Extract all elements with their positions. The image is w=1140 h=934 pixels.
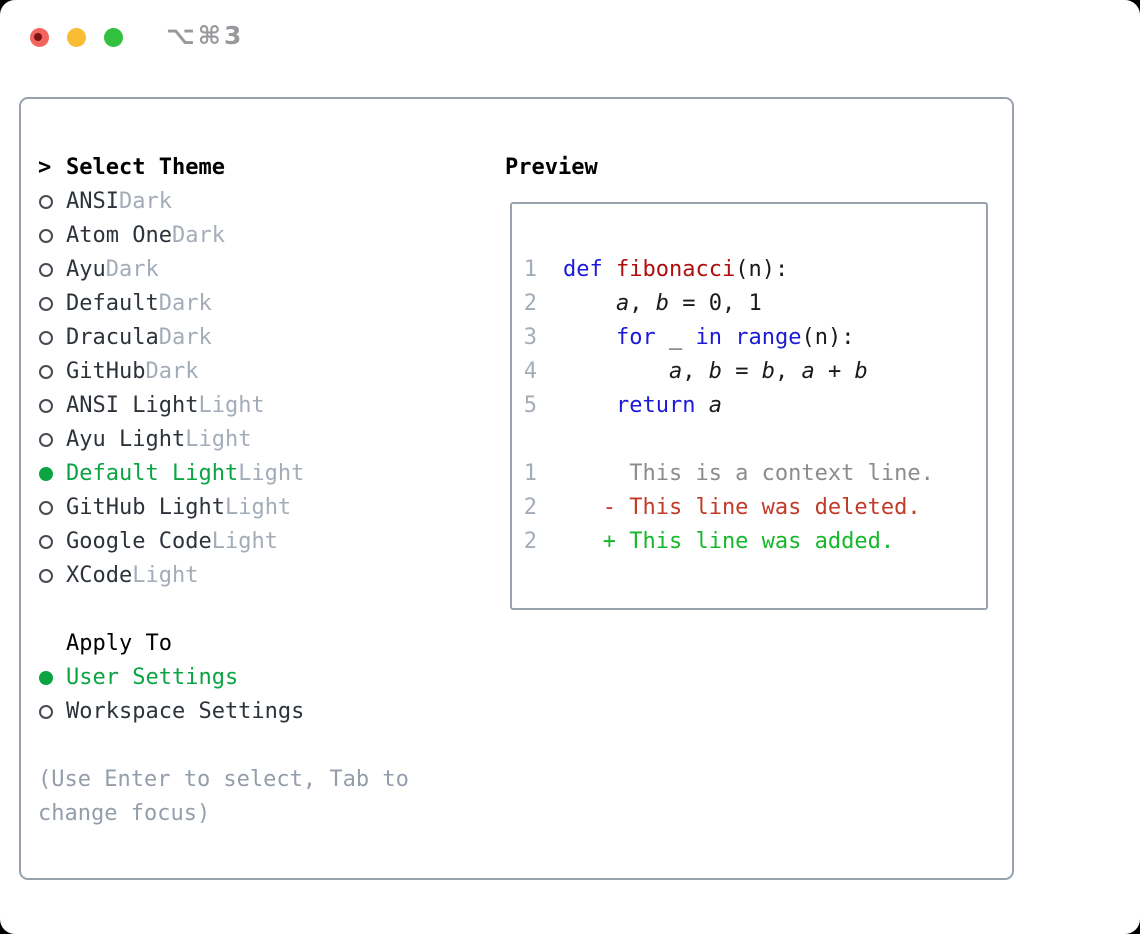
theme-variant: Dark [145, 359, 199, 384]
code-line: 3 for _ in range(n): [512, 321, 986, 355]
theme-variant: Light [198, 393, 265, 418]
code-text: This is a context line. [563, 461, 934, 486]
code-text: return a [615, 393, 722, 418]
theme-variant: Light [132, 563, 199, 588]
option-label: Default Light [66, 461, 239, 486]
option-label: GitHub [66, 359, 146, 384]
radio-icon [39, 501, 53, 515]
line-number: 2 [523, 529, 537, 554]
theme-variant: Dark [171, 223, 225, 248]
radio-icon [39, 229, 53, 243]
theme-variant: Light [185, 427, 252, 452]
theme-variant: Dark [118, 189, 172, 214]
option-label: ANSI Light [66, 393, 199, 418]
radio-icon [39, 331, 53, 345]
spacer [38, 729, 490, 763]
theme-option[interactable]: Ayu Dark [38, 253, 490, 287]
zoom-button-icon[interactable] [104, 28, 123, 47]
hint-text: (Use Enter to select, Tab to change focu… [38, 767, 409, 826]
code-line: 2 a, b = 0, 1 [512, 287, 986, 321]
code-text: for _ in range(n): [615, 325, 855, 350]
line-number: 2 [523, 495, 537, 520]
option-label: Ayu Light [66, 427, 186, 452]
line-number: 4 [523, 359, 537, 384]
theme-option[interactable]: ANSI Light Light [38, 389, 490, 423]
option-label: Default [66, 291, 159, 316]
radio-icon [39, 535, 53, 549]
radio-icon [39, 569, 53, 583]
theme-option[interactable]: Google Code Light [38, 525, 490, 559]
theme-option[interactable]: Atom One Dark [38, 219, 490, 253]
theme-option[interactable]: XCode Light [38, 559, 490, 593]
radio-icon [39, 399, 53, 413]
code-line [512, 423, 986, 457]
radio-icon [39, 263, 53, 277]
theme-variant: Light [211, 529, 278, 554]
theme-option[interactable]: ANSI Dark [38, 185, 490, 219]
apply-to-header-row: Apply To [38, 627, 490, 661]
radio-icon [39, 365, 53, 379]
theme-option[interactable]: Default Dark [38, 287, 490, 321]
option-label: GitHub Light [66, 495, 225, 520]
code-line: 2 - This line was deleted. [512, 491, 986, 525]
code-text: a, b = b, a + b [668, 359, 868, 384]
apply-to-header: Apply To [66, 631, 172, 656]
line-number: 1 [523, 461, 537, 486]
line-number: 5 [523, 393, 537, 418]
option-label: ANSI [66, 189, 119, 214]
option-label: User Settings [66, 665, 239, 690]
code-line: 5 return a [512, 389, 986, 423]
theme-variant: Light [238, 461, 305, 486]
option-label: Workspace Settings [66, 699, 305, 724]
theme-list-header-row: > Select Theme [38, 151, 490, 185]
theme-variant: Dark [105, 257, 159, 282]
option-label: Dracula [66, 325, 159, 350]
code-text: + This line was added. [563, 529, 895, 554]
theme-option[interactable]: Ayu Light Light [38, 423, 490, 457]
radio-selected-icon [39, 467, 53, 481]
code-text: def fibonacci(n): [563, 257, 789, 282]
code-line: 1 This is a context line. [512, 457, 986, 491]
close-button-icon[interactable] [30, 28, 49, 47]
code-line: 1 def fibonacci(n): [512, 253, 986, 287]
code-text: a, b = 0, 1 [615, 291, 762, 316]
apply-to-option[interactable]: Workspace Settings [38, 695, 490, 729]
radio-icon [39, 297, 53, 311]
radio-icon [39, 195, 53, 209]
line-number: 3 [523, 325, 537, 350]
option-label: Ayu [66, 257, 106, 282]
apply-to-option[interactable]: User Settings [38, 661, 490, 695]
theme-variant: Dark [158, 291, 212, 316]
theme-variant: Light [224, 495, 292, 520]
theme-option[interactable]: GitHub Dark [38, 355, 490, 389]
option-label: XCode [66, 563, 133, 588]
line-number: 2 [523, 291, 537, 316]
theme-list-header: Select Theme [66, 155, 225, 180]
code-line: 2 + This line was added. [512, 525, 986, 559]
code-text: - This line was deleted. [563, 495, 921, 520]
radio-icon [39, 705, 53, 719]
radio-icon [39, 433, 53, 447]
theme-option[interactable]: GitHub Light Light [38, 491, 490, 525]
line-number: 1 [523, 257, 537, 282]
spacer [38, 593, 490, 627]
radio-selected-icon [39, 671, 53, 685]
theme-variant: Dark [158, 325, 212, 350]
minimize-button-icon[interactable] [67, 28, 86, 47]
option-label: Atom One [66, 223, 172, 248]
option-label: Google Code [66, 529, 212, 554]
theme-option[interactable]: Default Light Light [38, 457, 490, 491]
code-line: 4 a, b = b, a + b [512, 355, 986, 389]
focus-caret-icon: > [38, 155, 52, 180]
theme-option[interactable]: Dracula Dark [38, 321, 490, 355]
keyboard-shortcut-label: ⌥⌘3 [166, 21, 245, 50]
preview-title: Preview [505, 155, 598, 180]
